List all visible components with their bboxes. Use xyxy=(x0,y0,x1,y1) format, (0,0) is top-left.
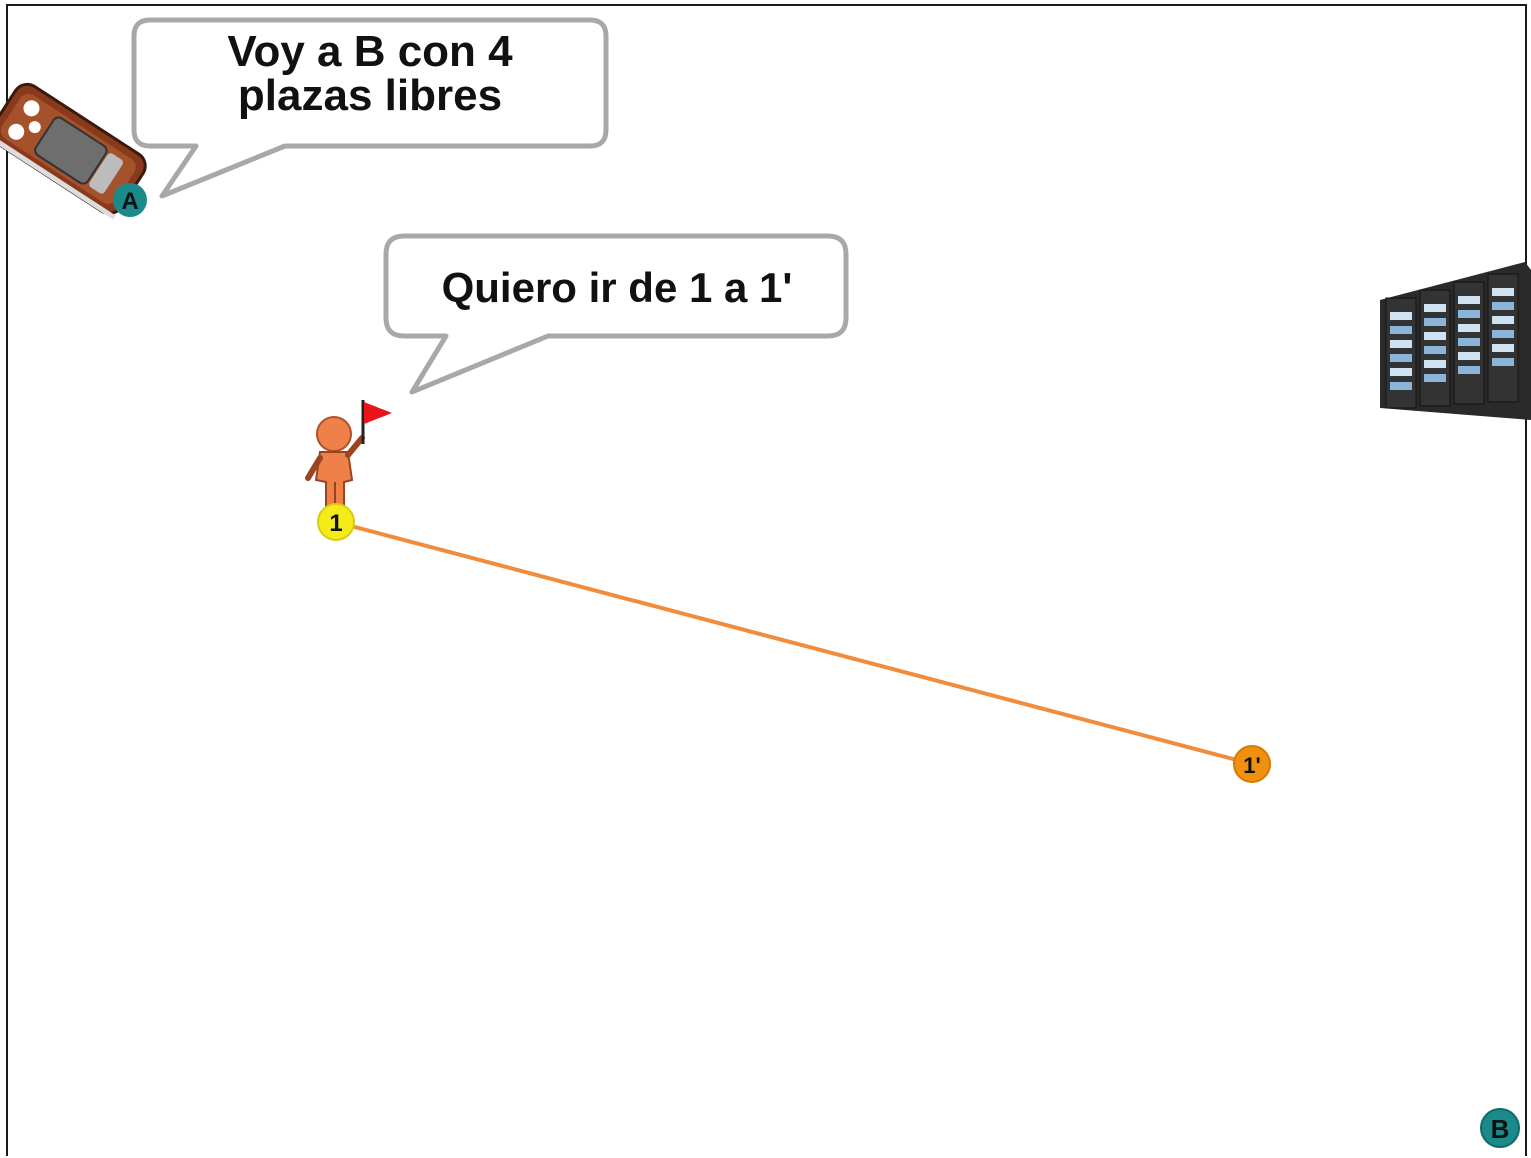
server-slot xyxy=(1424,374,1446,382)
server-slot xyxy=(1390,312,1412,320)
car-speech-bubble xyxy=(131,17,609,199)
server-slot xyxy=(1424,346,1446,354)
server-slot xyxy=(1458,324,1480,332)
server-slot xyxy=(1458,296,1480,304)
marker-destination-label: 1' xyxy=(1243,753,1260,778)
server-slot xyxy=(1390,326,1412,334)
server-slot xyxy=(1424,332,1446,340)
server-slot xyxy=(1458,366,1480,374)
server-slot xyxy=(1458,338,1480,346)
person-icon xyxy=(305,416,365,511)
server-slot xyxy=(1458,310,1480,318)
marker-destination: 1' xyxy=(1233,745,1271,783)
server-slot xyxy=(1492,302,1514,310)
server-slot xyxy=(1390,340,1412,348)
server-slot xyxy=(1390,368,1412,376)
diagram-frame xyxy=(6,4,1527,1156)
server-slot xyxy=(1390,382,1412,390)
person-bubble-text: Quiero ir de 1 a 1' xyxy=(441,264,793,311)
marker-origin: 1 xyxy=(317,503,355,541)
flag-icon xyxy=(361,400,392,444)
marker-a-label: A xyxy=(121,188,138,215)
marker-b: B xyxy=(1480,1108,1520,1148)
server-slot xyxy=(1492,330,1514,338)
server-slot xyxy=(1424,318,1446,326)
car-icon xyxy=(0,82,147,220)
server-slot xyxy=(1492,288,1514,296)
server-slot xyxy=(1492,316,1514,324)
person-speech-bubble xyxy=(383,233,849,395)
marker-b-label: B xyxy=(1491,1114,1510,1144)
server-slot xyxy=(1424,360,1446,368)
server-slot xyxy=(1492,344,1514,352)
server-slot xyxy=(1390,354,1412,362)
server-rack-icon xyxy=(1380,262,1531,420)
route-line xyxy=(335,520,1253,766)
car-bubble-line-2: plazas libres xyxy=(237,71,503,120)
server-slot xyxy=(1492,358,1514,366)
car-bubble-text: Voy a B con 4 plazas libres xyxy=(140,30,600,118)
car-bubble-line-1: Voy a B con 4 xyxy=(227,27,513,76)
marker-a: A xyxy=(113,183,147,217)
server-slot xyxy=(1424,304,1446,312)
server-slot xyxy=(1458,352,1480,360)
marker-origin-label: 1 xyxy=(329,510,342,537)
